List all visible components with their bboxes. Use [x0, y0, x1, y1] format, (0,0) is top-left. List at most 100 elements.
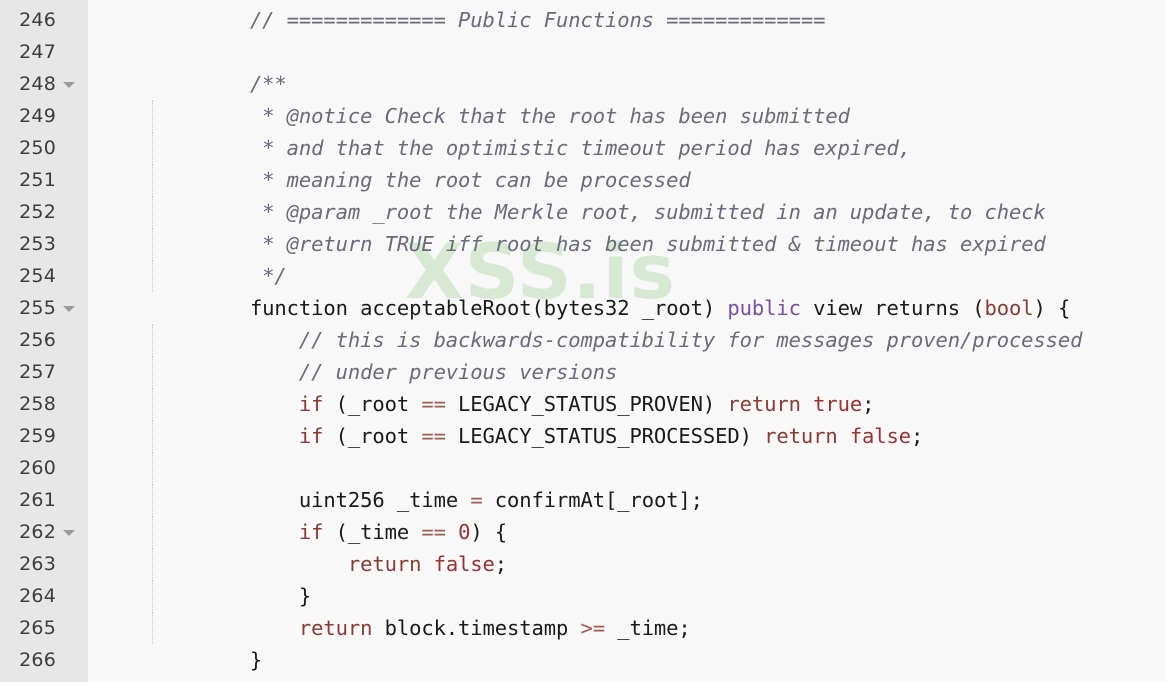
chevron-down-icon[interactable] — [62, 516, 76, 548]
gutter-row[interactable]: 255 — [0, 292, 88, 324]
gutter-row[interactable]: 250 — [0, 132, 88, 164]
code-token-pln — [152, 264, 262, 288]
code-line[interactable]: } — [88, 644, 1166, 676]
fold-slot — [62, 548, 76, 580]
code-token-lit: true — [813, 392, 863, 416]
gutter-row[interactable]: 263 — [0, 548, 88, 580]
gutter-row[interactable]: 262 — [0, 516, 88, 548]
code-line[interactable]: if (_time == 0) { — [88, 516, 1166, 548]
code-token-cmt: * and that the optimistic timeout period… — [262, 136, 912, 160]
code-token-pln — [152, 200, 262, 224]
gutter-row[interactable]: 248 — [0, 68, 88, 100]
code-token-pln: uint256 — [298, 488, 385, 512]
fold-slot — [62, 388, 76, 420]
code-line[interactable]: // this is backwards-compatibility for m… — [88, 324, 1166, 356]
fold-slot — [62, 580, 76, 612]
code-line[interactable]: * @param _root the Merkle root, submitte… — [88, 196, 1166, 228]
code-content-area[interactable]: // ============= Public Functions ======… — [88, 0, 1166, 682]
line-number: 249 — [19, 105, 56, 127]
code-token-pln: ) { — [470, 520, 508, 544]
code-line[interactable]: } — [88, 580, 1166, 612]
code-token-pln: confirmAt[_root]; — [482, 488, 703, 512]
gutter-row[interactable]: 253 — [0, 228, 88, 260]
code-line[interactable]: // under previous versions — [88, 356, 1166, 388]
gutter-row[interactable]: 265 — [0, 612, 88, 644]
code-line[interactable] — [88, 36, 1166, 68]
code-token-op: >= — [580, 616, 605, 640]
gutter-row[interactable]: 266 — [0, 644, 88, 676]
gutter-row[interactable]: 264 — [0, 580, 88, 612]
code-token-pln: LEGACY_STATUS_PROVEN) — [445, 392, 728, 416]
code-line[interactable]: function acceptableRoot(bytes32 _root) p… — [88, 292, 1166, 324]
fold-slot — [62, 644, 76, 676]
fold-slot — [62, 484, 76, 516]
code-token-pln — [152, 552, 348, 576]
code-token-op: == — [421, 392, 446, 416]
code-line[interactable]: * @return TRUE iff root has been submitt… — [88, 228, 1166, 260]
fold-slot — [62, 132, 76, 164]
code-token-pln — [348, 296, 360, 320]
code-line[interactable] — [88, 452, 1166, 484]
code-line[interactable]: * @notice Check that the root has been s… — [88, 100, 1166, 132]
gutter-row[interactable]: 251 — [0, 164, 88, 196]
code-line[interactable]: /** — [88, 68, 1166, 100]
code-token-pln — [446, 520, 458, 544]
code-token-pln — [152, 8, 250, 32]
code-token-pln: LEGACY_STATUS_PROCESSED) — [445, 424, 765, 448]
code-token-kw: if — [298, 392, 324, 416]
gutter-row[interactable]: 252 — [0, 196, 88, 228]
line-number: 263 — [19, 553, 56, 575]
code-token-op: == — [421, 520, 446, 544]
chevron-down-icon[interactable] — [62, 292, 76, 324]
code-token-pln: function — [249, 296, 348, 320]
line-number: 247 — [19, 41, 56, 63]
code-line[interactable]: // ============= Public Functions ======… — [88, 4, 1166, 36]
gutter-row[interactable]: 249 — [0, 100, 88, 132]
fold-slot — [62, 420, 76, 452]
code-token-pln: } — [152, 584, 312, 608]
line-number: 255 — [19, 297, 56, 319]
code-token-lit: 0 — [458, 520, 471, 544]
code-token-pln — [421, 552, 433, 576]
gutter-row[interactable]: 247 — [0, 36, 88, 68]
code-token-cmt: * @notice Check that the root has been s… — [262, 104, 850, 128]
code-token-cmt: */ — [262, 264, 287, 288]
code-token-kw: return — [764, 424, 838, 448]
code-line[interactable]: if (_root == LEGACY_STATUS_PROVEN) retur… — [88, 388, 1166, 420]
code-token-pln: bytes32 — [543, 296, 630, 320]
gutter-row[interactable]: 256 — [0, 324, 88, 356]
code-token-cmt: /** — [249, 72, 287, 96]
code-line[interactable]: * and that the optimistic timeout period… — [88, 132, 1166, 164]
code-token-pln — [152, 488, 299, 512]
code-line[interactable]: if (_root == LEGACY_STATUS_PROCESSED) re… — [88, 420, 1166, 452]
fold-slot — [62, 260, 76, 292]
code-token-pln — [152, 168, 262, 192]
code-line[interactable]: */ — [88, 260, 1166, 292]
gutter-row[interactable]: 258 — [0, 388, 88, 420]
code-line[interactable]: return false; — [88, 548, 1166, 580]
line-number: 260 — [19, 457, 56, 479]
code-token-pln: ) { — [1033, 296, 1071, 320]
code-token-pln: ; — [911, 424, 924, 448]
code-line[interactable]: uint256 _time = confirmAt[_root]; — [88, 484, 1166, 516]
gutter-row[interactable]: 257 — [0, 356, 88, 388]
xss-is-watermark: XSS.is — [405, 227, 676, 316]
code-line[interactable]: return block.timestamp >= _time; — [88, 612, 1166, 644]
fold-slot — [62, 452, 76, 484]
chevron-down-icon[interactable] — [62, 68, 76, 100]
line-number: 262 — [19, 521, 56, 543]
line-number: 258 — [19, 393, 56, 415]
gutter-row[interactable]: 261 — [0, 484, 88, 516]
code-token-typ: bool — [984, 296, 1034, 320]
gutter-row[interactable]: 259 — [0, 420, 88, 452]
gutter-row[interactable]: 254 — [0, 260, 88, 292]
gutter-row[interactable]: 260 — [0, 452, 88, 484]
code-token-pln: _root) — [629, 296, 728, 320]
gutter-row[interactable]: 246 — [0, 4, 88, 36]
code-token-pln — [152, 520, 299, 544]
code-token-cmt: * meaning the root can be processed — [262, 168, 691, 192]
code-token-pln: _time — [384, 488, 471, 512]
code-line[interactable]: * meaning the root can be processed — [88, 164, 1166, 196]
